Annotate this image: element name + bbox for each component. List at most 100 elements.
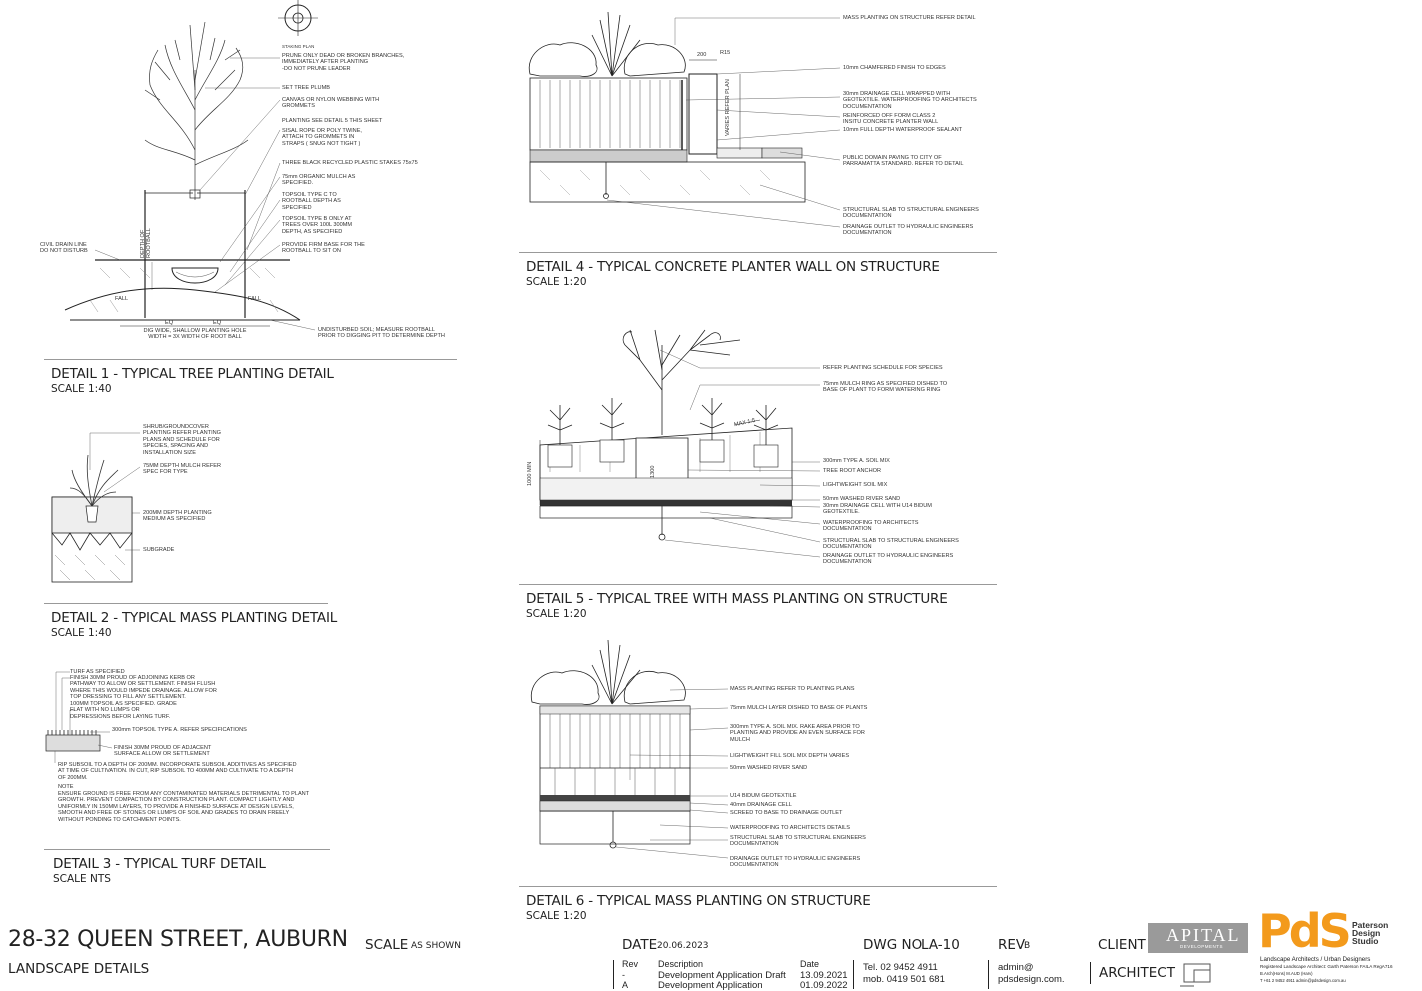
detail2-note-medium: 200MM DEPTH PLANTING MEDIUM AS SPECIFIED bbox=[143, 510, 212, 523]
detail1-rule bbox=[44, 359, 457, 360]
detail1-note-stakes: THREE BLACK RECYCLED PLASTIC STAKES 75x7… bbox=[282, 160, 418, 166]
detail4-note-sealant: 10mm FULL DEPTH WATERPROOF SEALANT bbox=[843, 127, 963, 133]
rev-header-rev: Rev bbox=[622, 959, 639, 969]
detail3-title: DETAIL 3 - TYPICAL TURF DETAIL bbox=[53, 856, 266, 872]
detail1-eq-left: EQ bbox=[165, 320, 174, 326]
email-divider bbox=[988, 960, 989, 989]
detail5-dim-1000: 1000 MIN bbox=[527, 461, 533, 486]
detail5-note-outlet: DRAINAGE OUTLET TO HYDRAULIC ENGINEERS D… bbox=[823, 553, 954, 566]
project-name: 28-32 QUEEN STREET, AUBURN bbox=[8, 927, 348, 952]
detail5-title: DETAIL 5 - TYPICAL TREE WITH MASS PLANTI… bbox=[526, 591, 948, 607]
detail5-note-slab: STRUCTURAL SLAB TO STRUCTURAL ENGINEERS … bbox=[823, 538, 959, 551]
detail4-note-paving: PUBLIC DOMAIN PAVING TO CITY OF PARRAMAT… bbox=[843, 155, 964, 168]
rev-label: REV bbox=[998, 937, 1026, 953]
detail3-note-body: ENSURE GROUND IS FREE FROM ANY CONTAMINA… bbox=[58, 791, 310, 823]
detail1-note-planting: PLANTING SEE DETAIL 5 THIS SHEET bbox=[282, 118, 383, 124]
detail6-note-sand: 50mm WASHED RIVER SAND bbox=[730, 765, 808, 771]
rev-row-0-desc: Development Application Draft bbox=[658, 970, 786, 981]
firm-line-1: Landscape Architects / Urban Designers bbox=[1260, 956, 1371, 963]
firm-line-4: T +61 2 9452 4911 admin@pdsdesign.com.au bbox=[1260, 978, 1346, 983]
detail1-note-topsoil-c: TOPSOIL TYPE C TO ROOTBALL DEPTH AS SPEC… bbox=[282, 192, 341, 211]
detail1-note-plumb: SET TREE PLUMB bbox=[282, 85, 330, 91]
contact-email-1: admin@ bbox=[998, 962, 1034, 973]
detail4-scale: SCALE 1:20 bbox=[526, 276, 587, 288]
contact-divider bbox=[853, 960, 854, 989]
detail4-rule bbox=[519, 252, 997, 253]
rev-header-desc: Description bbox=[658, 959, 704, 969]
rev-header-date: Date bbox=[800, 959, 820, 969]
detail5-scale: SCALE 1:20 bbox=[526, 608, 587, 620]
sheet-name: LANDSCAPE DETAILS bbox=[8, 961, 150, 977]
detail3-note-rip: RIP SUBSOIL TO A DEPTH OF 200MM. INCORPO… bbox=[58, 762, 297, 781]
detail5-rule bbox=[519, 584, 997, 585]
detail6-scale: SCALE 1:20 bbox=[526, 910, 587, 922]
detail6-note-screed: SCREED TO BASE TO DRAINAGE OUTLET bbox=[730, 810, 843, 816]
detail4-dim-15: R15 bbox=[720, 50, 731, 56]
detail1-staking-plan: STAKING PLAN bbox=[282, 44, 315, 49]
detail1-civil-drain: CIVIL DRAIN LINE DO NOT DISTURB bbox=[40, 242, 88, 255]
detail5-note-soil: 300mm TYPE A. SOIL MIX bbox=[823, 458, 890, 464]
detail5-note-cell: 30mm DRAINAGE CELL WITH U14 BIDUM GEOTEX… bbox=[823, 503, 932, 516]
detail3-rule bbox=[44, 849, 330, 850]
scale-label: SCALE bbox=[365, 937, 409, 953]
date-label: DATE bbox=[622, 937, 658, 953]
detail3-note-turf: TURF AS SPECIFIED bbox=[70, 669, 125, 675]
detail5-note-sand: 50mm WASHED RIVER SAND bbox=[823, 496, 901, 502]
detail1-title: DETAIL 1 - TYPICAL TREE PLANTING DETAIL bbox=[51, 366, 334, 382]
detail3-scale: SCALE NTS bbox=[53, 873, 111, 885]
detail1-dig: DIG WIDE, SHALLOW PLANTING HOLE WIDTH = … bbox=[143, 328, 247, 341]
architect-logo-icon bbox=[1180, 963, 1211, 987]
detail4-note-chamfer: 10mm CHAMFERED FINISH TO EDGES bbox=[843, 65, 946, 71]
detail6-note-slab: STRUCTURAL SLAB TO STRUCTURAL ENGINEERS … bbox=[730, 835, 866, 848]
rev-row-1-date: 01.09.2022 bbox=[800, 980, 848, 991]
detail3-note-topsoil: 100MM TOPSOIL AS SPECIFIED. GRADE FLAT W… bbox=[70, 701, 177, 720]
detail6-note-geotextile: U14 BIDUM GEOTEXTILE bbox=[730, 793, 797, 799]
date-value: 20.06.2023 bbox=[657, 941, 709, 951]
detail4-note-mass: MASS PLANTING ON STRUCTURE REFER DETAIL bbox=[843, 15, 976, 21]
detail6-title: DETAIL 6 - TYPICAL MASS PLANTING ON STRU… bbox=[526, 893, 871, 909]
firm-line-3: B.Arch(Hons) M.AUD (Harv) bbox=[1260, 971, 1313, 976]
rev-row-1-desc: Development Application bbox=[658, 980, 763, 991]
detail4-title: DETAIL 4 - TYPICAL CONCRETE PLANTER WALL… bbox=[526, 259, 940, 275]
detail1-drawing bbox=[64, 0, 318, 331]
detail1-note-base: PROVIDE FIRM BASE FOR THE ROOTBALL TO SI… bbox=[282, 242, 365, 255]
detail4-note-slab: STRUCTURAL SLAB TO STRUCTURAL ENGINEERS … bbox=[843, 207, 979, 220]
detail2-title: DETAIL 2 - TYPICAL MASS PLANTING DETAIL bbox=[51, 610, 338, 626]
detail1-note-prune: PRUNE ONLY DEAD OR BROKEN BRANCHES,IMMED… bbox=[282, 53, 405, 72]
detail6-note-mass: MASS PLANTING REFER TO PLANTING PLANS bbox=[730, 686, 855, 692]
detail6-note-outlet: DRAINAGE OUTLET TO HYDRAULIC ENGINEERS D… bbox=[730, 856, 861, 869]
detail6-rule bbox=[519, 886, 997, 887]
rev-row-0-rev: - bbox=[622, 970, 625, 980]
detail5-note-mulch: 75mm MULCH RING AS SPECIFIED DISHED TO B… bbox=[823, 381, 948, 394]
detail5-note-waterproofing: WATERPROOFING TO ARCHITECTS DOCUMENTATIO… bbox=[823, 520, 919, 533]
detail2-note-subgrade: SUBGRADE bbox=[143, 547, 175, 553]
dwg-label: DWG NO bbox=[863, 937, 923, 953]
detail3-note-finish: FINISH 30MM PROUD OF ADJOINING KERB OR P… bbox=[70, 675, 217, 701]
detail6-note-cell: 40mm DRAINAGE CELL bbox=[730, 802, 792, 808]
detail2-note-shrub: SHRUB/GROUNDCOVER PLANTING REFER PLANTIN… bbox=[143, 424, 222, 456]
dwg-value: LA-10 bbox=[921, 937, 960, 953]
architect-label: ARCHITECT bbox=[1099, 965, 1175, 981]
detail2-drawing bbox=[51, 432, 141, 583]
pds-logo: PdS bbox=[1258, 904, 1352, 958]
detail1-note-mulch: 75mm ORGANIC MULCH AS SPECIFIED. bbox=[282, 174, 356, 187]
detail3-note-finish-adj: FINISH 30MM PROUD OF ADJACENT SURFACE AL… bbox=[114, 745, 212, 758]
detail1-depth: DEPTH OF ROOTBALL bbox=[140, 228, 153, 258]
revision-divider bbox=[613, 960, 614, 989]
detail4-drawing bbox=[528, 11, 841, 228]
detail2-note-mulch: 75MM DEPTH MULCH REFER SPEC FOR TYPE bbox=[143, 463, 222, 476]
detail4-note-wall: REINFORCED OFF FORM CLASS 2 INSITU CONCR… bbox=[843, 113, 939, 126]
client-logo: APITAL DEVELOPMENTS bbox=[1148, 923, 1248, 953]
detail6-note-waterproofing: WATERPROOFING TO ARCHITECTS DETAILS bbox=[730, 825, 850, 831]
scale-value: AS SHOWN bbox=[411, 941, 461, 951]
detail1-fall-right: FALL bbox=[248, 296, 262, 302]
detail6-note-soil: 300mm TYPE A. SOIL MIX. RAKE AREA PRIOR … bbox=[730, 724, 865, 743]
detail1-scale: SCALE 1:40 bbox=[51, 383, 112, 395]
detail5-note-anchor: TREE ROOT ANCHOR bbox=[823, 468, 882, 474]
client-logo-text: APITAL bbox=[1166, 925, 1241, 945]
rev-row-1-rev: A bbox=[622, 980, 629, 990]
architect-divider bbox=[1090, 962, 1091, 984]
contact-email-2: pdsdesign.com. bbox=[998, 974, 1065, 985]
detail1-note-sisal: SISAL ROPE OR POLY TWINE, ATTACH TO GROM… bbox=[282, 128, 362, 147]
